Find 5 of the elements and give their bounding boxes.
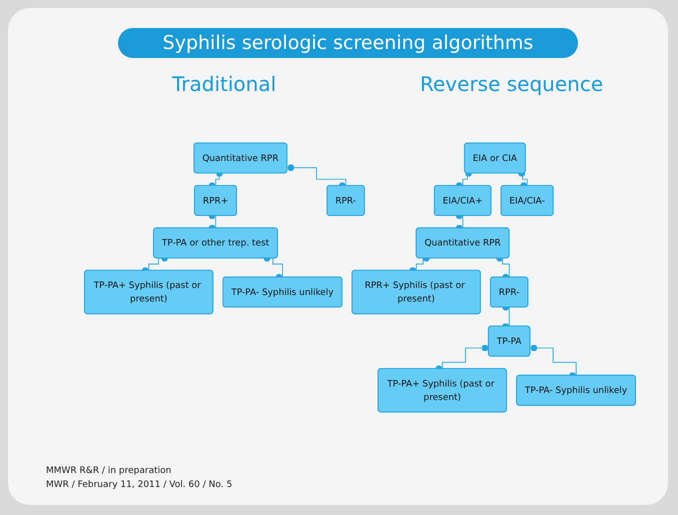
title: Syphilis serologic screening algorithms bbox=[118, 28, 578, 58]
source-note: MMWR R&R / in preparation bbox=[46, 466, 172, 476]
source-note: MWR / February 11, 2011 / Vol. 60 / No. 5 bbox=[46, 480, 232, 490]
section-heading: Reverse sequence bbox=[420, 72, 604, 96]
section-heading: Traditional bbox=[172, 72, 276, 96]
